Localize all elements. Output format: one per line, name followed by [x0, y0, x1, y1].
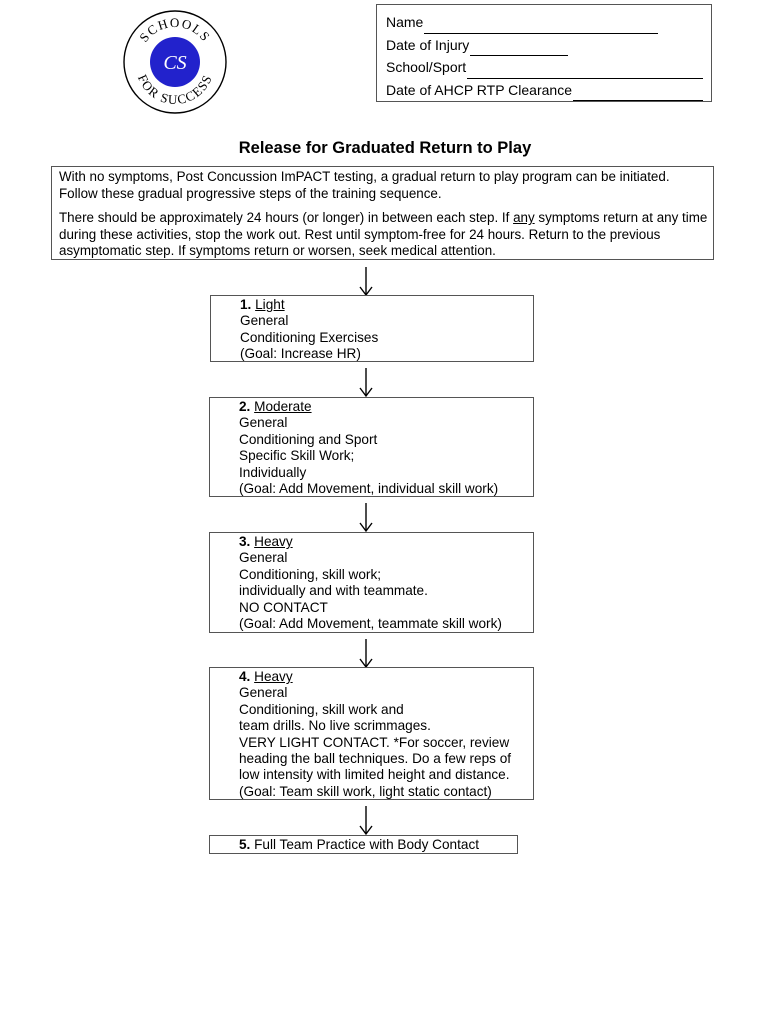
date-of-injury-line[interactable]: [470, 40, 569, 56]
step-1-heading: Light: [255, 297, 285, 312]
step-2-heading: Moderate: [254, 399, 312, 414]
instructions-box: With no symptoms, Post Concussion ImPACT…: [51, 166, 714, 260]
instructions-paragraph-2: There should be approximately 24 hours (…: [59, 210, 708, 258]
step-2-moderate: 2. Moderate General Conditioning and Spo…: [209, 397, 534, 497]
step-1-light: 1. Light General Conditioning Exercises …: [210, 295, 534, 362]
rtp-clearance-date-field[interactable]: Date of AHCP RTP Clearance: [386, 79, 711, 101]
step-3-heavy: 3. Heavy General Conditioning, skill wor…: [209, 532, 534, 633]
rtp-clearance-date-line[interactable]: [573, 85, 703, 101]
date-of-injury-label: Date of Injury: [386, 36, 470, 53]
page-title: Release for Graduated Return to Play: [238, 139, 532, 157]
down-arrow-icon: [359, 267, 373, 297]
school-sport-label: School/Sport: [386, 59, 467, 75]
any-emphasis: any: [513, 210, 535, 225]
down-arrow-icon: [359, 806, 373, 836]
step-5-full-practice: 5. Full Team Practice with Body Contact: [209, 835, 518, 854]
step-3-heading: Heavy: [254, 534, 293, 549]
down-arrow-icon: [359, 639, 373, 669]
step-5-heading: Full Team Practice with Body Contact: [254, 837, 480, 852]
name-line[interactable]: [424, 18, 659, 34]
name-field[interactable]: Name: [386, 11, 711, 34]
logo-center-disc: [150, 37, 200, 87]
schools-for-success-logo: SCHOOLS FOR SUCCESS CS: [123, 10, 227, 114]
logo-monogram: CS: [163, 52, 186, 74]
school-sport-field[interactable]: School/Sport: [386, 56, 711, 79]
down-arrow-icon: [359, 368, 373, 398]
logo-outer-ring: [123, 10, 227, 114]
date-of-injury-field[interactable]: Date of Injury: [386, 34, 711, 56]
name-label: Name: [386, 14, 424, 30]
step-4-heavy: 4. Heavy General Conditioning, skill wor…: [209, 667, 534, 800]
student-info-box: Name Date of Injury School/Sport Date of…: [376, 4, 712, 102]
down-arrow-icon: [359, 503, 373, 533]
rtp-clearance-date-label: Date of AHCP RTP Clearance: [386, 81, 572, 98]
step-4-heading: Heavy: [254, 669, 293, 684]
instructions-paragraph-1: With no symptoms, Post Concussion ImPACT…: [59, 169, 670, 201]
school-sport-line[interactable]: [467, 63, 704, 79]
